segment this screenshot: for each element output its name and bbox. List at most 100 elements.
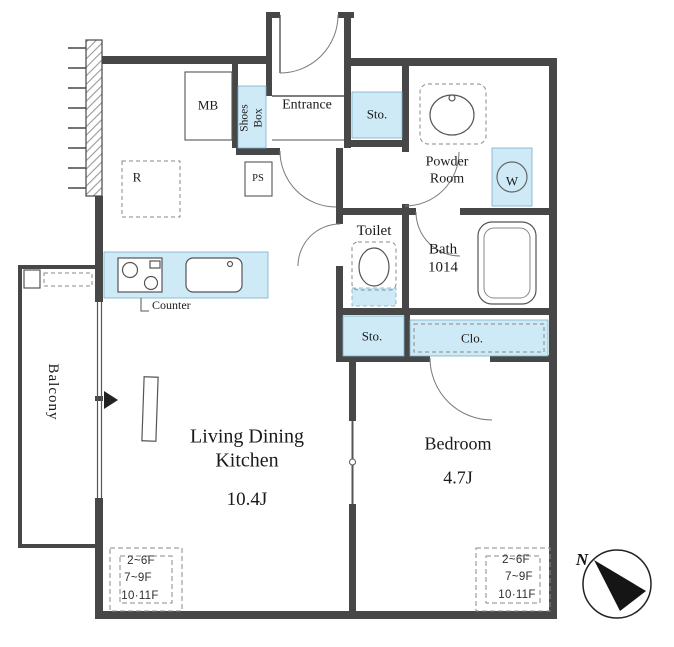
floor-note-left-3: 10·11F — [121, 590, 159, 603]
pipe-space-label: PS — [252, 172, 264, 184]
balcony-fixtures — [23, 269, 93, 289]
meter-box — [184, 71, 233, 141]
variant-outline — [475, 547, 551, 612]
window-marker-icon — [104, 391, 118, 409]
wall-segment — [336, 208, 416, 215]
wall-segment — [344, 140, 409, 147]
closet-box — [409, 319, 549, 357]
toilet-tank — [351, 287, 397, 307]
bathtub-inner — [483, 227, 531, 299]
wall-segment — [266, 12, 272, 96]
wall-segment — [402, 208, 409, 315]
wall-segment — [349, 504, 356, 611]
hatch-strip — [85, 39, 103, 197]
floor-variant-lines-right — [475, 547, 551, 612]
wall-segment — [404, 315, 410, 357]
variant-outline — [109, 547, 183, 612]
washer-space — [491, 147, 533, 207]
kitchen-fixtures — [117, 160, 243, 312]
wall-segment — [95, 498, 103, 611]
counter-leader-line — [140, 298, 149, 312]
wall-segment — [336, 308, 557, 315]
meter-box-label: MB — [197, 97, 219, 113]
hatch-ticks — [68, 47, 86, 189]
window-panel — [141, 376, 159, 442]
stove-grill — [149, 260, 161, 269]
refrigerator-label: R — [132, 169, 142, 185]
variant-outline — [485, 555, 541, 604]
balcony-walls — [18, 265, 98, 548]
wall-segment — [95, 196, 103, 302]
entrance-label: Entrance — [282, 97, 332, 113]
wall-segment — [266, 12, 280, 18]
sliding-door — [349, 421, 356, 504]
shoes-box — [237, 85, 267, 149]
storage-top-label: Sto. — [366, 106, 388, 122]
wall-segment — [344, 58, 557, 66]
storage-top — [351, 91, 403, 139]
wall-segment — [402, 66, 409, 152]
vanity-outline — [419, 83, 487, 145]
exterior-hatch-area — [68, 39, 103, 197]
floor-note-right-2: 7~9F — [505, 571, 533, 584]
closet-door-swing — [429, 357, 493, 421]
floor-note-right-1: 2~6F — [502, 554, 530, 567]
bath-label: Bath 1014 — [428, 241, 458, 275]
compass-needle-icon — [594, 560, 646, 611]
balcony-partition — [43, 272, 93, 287]
bedroom-size-label: 4.7J — [443, 467, 473, 488]
refrigerator-space — [121, 160, 181, 218]
stove-burner-icon — [143, 275, 159, 291]
wall-segment — [460, 208, 557, 215]
wall-segment — [236, 148, 280, 155]
washing-machine-icon — [496, 161, 528, 193]
toilet-bowl — [358, 247, 390, 287]
bathtub — [477, 221, 537, 305]
powder-room-label: Powder Room — [425, 154, 469, 186]
balcony-wall — [18, 265, 22, 548]
floor-note-left-2: 7~9F — [124, 572, 152, 585]
storage-mid — [342, 315, 405, 357]
shoes-box-label: Shoes Box — [238, 104, 264, 132]
bedroom-label: Bedroom — [424, 433, 492, 454]
balcony-label: Balcony — [44, 363, 61, 421]
wall-segment — [490, 355, 557, 362]
faucet-icon — [448, 94, 456, 102]
storage-mid-label: Sto. — [361, 328, 383, 344]
compass-north-label: N — [575, 549, 589, 569]
floor-variant-lines-left — [109, 547, 183, 612]
floor-note-right-3: 10·11F — [498, 589, 536, 602]
ldk-size-label: 10.4J — [226, 488, 268, 510]
compass — [582, 549, 652, 619]
sanitary-fixtures — [351, 83, 545, 353]
toilet-label: Toilet — [356, 223, 392, 240]
balcony-drain — [23, 269, 41, 289]
wall-segment — [95, 611, 557, 619]
hall-door-swing — [279, 150, 337, 208]
wall-segment — [349, 355, 356, 421]
toilet-door-swing — [297, 223, 341, 267]
door-swings — [279, 14, 493, 421]
storage-fixtures — [103, 85, 549, 357]
wall-segment — [549, 58, 557, 619]
powder-door-swing — [404, 151, 460, 207]
wall-segment — [232, 64, 238, 148]
sliding-door-handle — [349, 458, 356, 466]
kitchen-sink — [185, 257, 243, 293]
toilet-outline — [351, 241, 397, 291]
balcony-wall — [18, 265, 98, 269]
ldk-label: Living Dining Kitchen — [190, 425, 304, 471]
closet-label: Clo. — [460, 330, 484, 346]
wall-segment — [336, 355, 430, 362]
pipe-space-box — [244, 161, 273, 197]
faucet-icon — [226, 260, 234, 268]
wall-segment — [344, 12, 351, 66]
entrance-door-swing — [279, 14, 339, 74]
wall-segment — [336, 148, 343, 224]
bath-door-swing — [415, 211, 461, 257]
wall-segment — [102, 56, 268, 64]
stove-burner-icon — [121, 261, 139, 279]
wall-segment — [344, 66, 351, 148]
